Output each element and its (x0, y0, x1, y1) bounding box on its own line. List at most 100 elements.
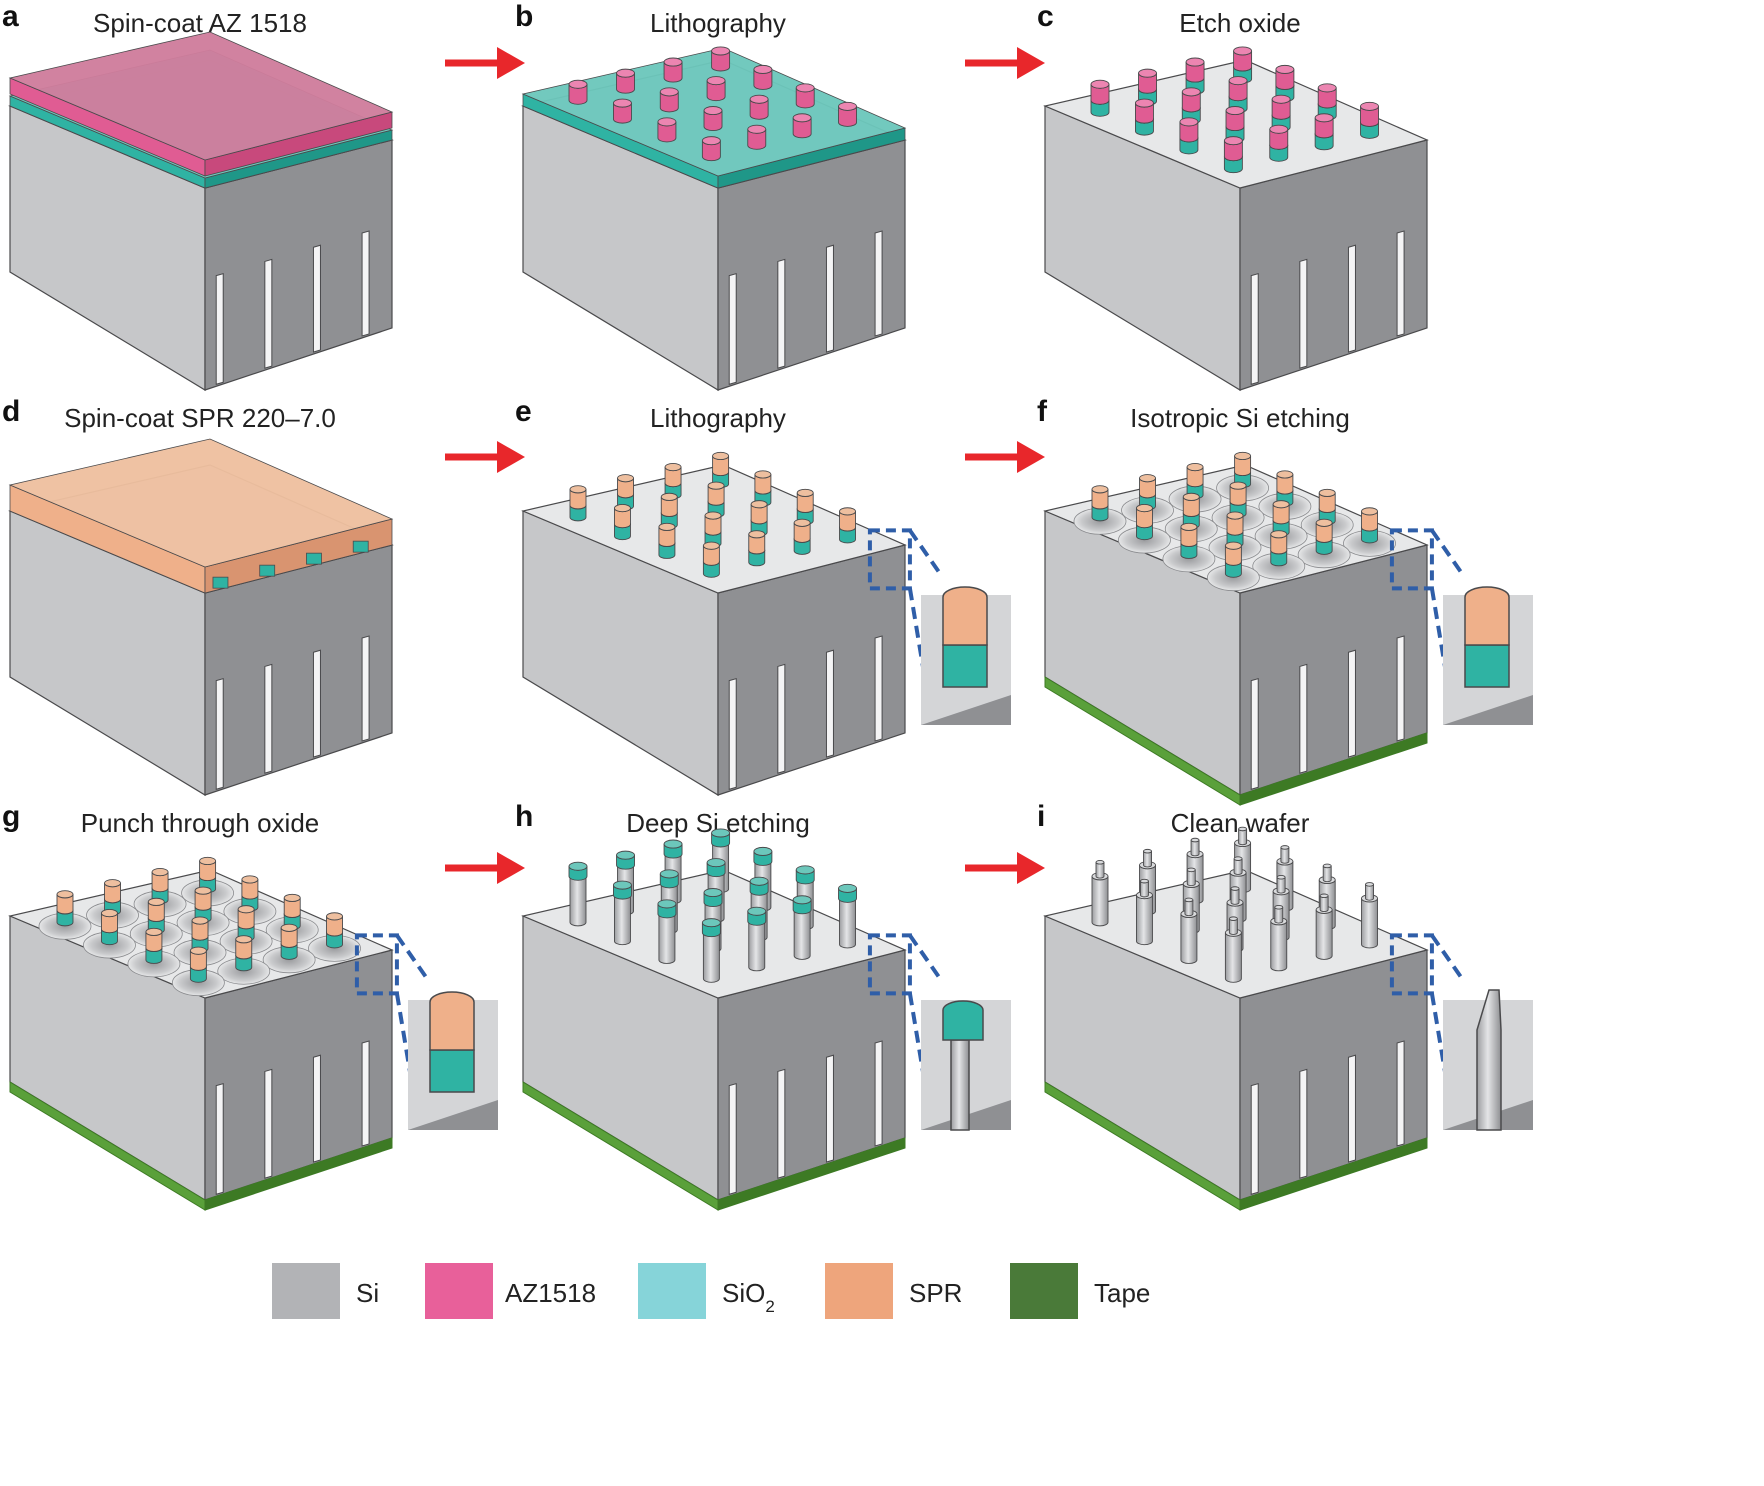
oxide-cap-top (616, 850, 635, 860)
az1518-layer-top (8, 31, 394, 161)
inset-si-section (1443, 695, 1533, 725)
legend-swatch (272, 1263, 340, 1319)
backside-trench (777, 663, 786, 774)
si-pillar-side (614, 894, 631, 946)
zoom-box (354, 933, 399, 996)
az-dot-top (1275, 64, 1295, 74)
zoom-box (867, 933, 912, 996)
backside-trench (1396, 635, 1405, 742)
spr-dot-top (1318, 488, 1336, 497)
zoom-box (867, 528, 912, 591)
spr-dot-top (241, 875, 259, 884)
si-tip-side (1319, 895, 1329, 913)
panel-title: Punch through oxide (81, 808, 320, 838)
backside-trench (1347, 1054, 1356, 1163)
oxide-cap-top (795, 865, 815, 875)
az-dot-top (1181, 87, 1201, 97)
az-dot-top (663, 57, 683, 67)
az-dot-top (1185, 57, 1205, 67)
zoom-inset (921, 586, 1011, 725)
spr-dot-top (189, 946, 207, 955)
backside-trench (728, 1083, 737, 1195)
legend-swatch (638, 1263, 706, 1319)
si-tip-top (1280, 845, 1290, 850)
backside-trench (215, 273, 224, 385)
si-tip-side (1238, 828, 1248, 846)
spr-dot-top (1276, 470, 1294, 479)
spr-dot-top (235, 935, 253, 944)
si-pillar-side (658, 913, 676, 964)
spr-dot-top (1229, 481, 1247, 490)
backside-trench (312, 244, 321, 353)
legend-item: Si (272, 1263, 379, 1319)
spr-dot-top (702, 541, 720, 550)
legend-swatch (825, 1263, 893, 1319)
zoom-inset (921, 1000, 1011, 1131)
panel-letter: d (2, 395, 20, 428)
az-dot-top (1225, 106, 1245, 116)
zoom-box (1389, 528, 1434, 591)
zoom-line (1430, 529, 1465, 577)
oxide-cap-top (792, 895, 812, 905)
spr-dot-top (704, 511, 722, 520)
spr-layer-top (8, 438, 394, 568)
oxide-dot-section (259, 564, 276, 577)
backside-trench (264, 258, 273, 369)
spr-dot-top (664, 463, 682, 472)
backside-trench (825, 1054, 834, 1163)
si-pillar-side (702, 932, 720, 983)
spr-dot-top (658, 522, 676, 531)
backside-trench (264, 1068, 273, 1179)
spr-dot-top (194, 886, 212, 895)
backside-trench (1250, 678, 1259, 790)
oxide-cap-top (613, 880, 632, 890)
spr-dot-top (1234, 451, 1252, 460)
si-tip-top (1184, 897, 1194, 903)
backside-trench (825, 649, 834, 758)
backside-trench (1396, 1040, 1405, 1147)
si-pillar-side (748, 921, 766, 972)
si-tip-side (1280, 847, 1290, 864)
spr-dot-top (191, 916, 209, 925)
oxide-cap-top (706, 858, 726, 868)
spr-dot-top (1136, 504, 1153, 513)
oxide-dot-section (306, 552, 322, 565)
zoom-box (1389, 933, 1434, 996)
inset-oxide (1464, 644, 1510, 688)
az-dot-top (1233, 46, 1253, 56)
si-pillar-side (569, 876, 587, 927)
legend-label-subscript: 2 (765, 1297, 774, 1316)
legend-item: SiO2 (638, 1263, 775, 1319)
si-pillar-side (1091, 876, 1109, 927)
spr-dot-top (101, 909, 118, 918)
inset-pillar (950, 1039, 970, 1131)
spr-dot-top (748, 530, 766, 539)
az-dot-top (1179, 117, 1199, 127)
backside-trench (1299, 258, 1308, 369)
inset-oxide (429, 1049, 475, 1093)
legend-label: Si (356, 1278, 379, 1308)
si-tip-side (1230, 888, 1240, 905)
backside-trench (312, 1054, 321, 1163)
si-pillar-side (1361, 898, 1378, 949)
spr-dot-top (793, 518, 811, 527)
oxide-cap-top (753, 846, 773, 856)
spr-dot-top (199, 856, 217, 865)
az-dot-top (568, 79, 588, 89)
backside-trench (874, 1040, 883, 1147)
si-tip-side (1143, 850, 1152, 868)
az-dot-top (838, 101, 857, 111)
spr-dot-top (796, 488, 814, 497)
legend-label: SiO2 (722, 1278, 775, 1316)
az-dot-top (706, 76, 726, 86)
panel-title: Lithography (650, 403, 786, 433)
oxide-dot-section (352, 540, 369, 553)
arrow-head (1017, 852, 1045, 884)
process-arrow (445, 852, 525, 884)
